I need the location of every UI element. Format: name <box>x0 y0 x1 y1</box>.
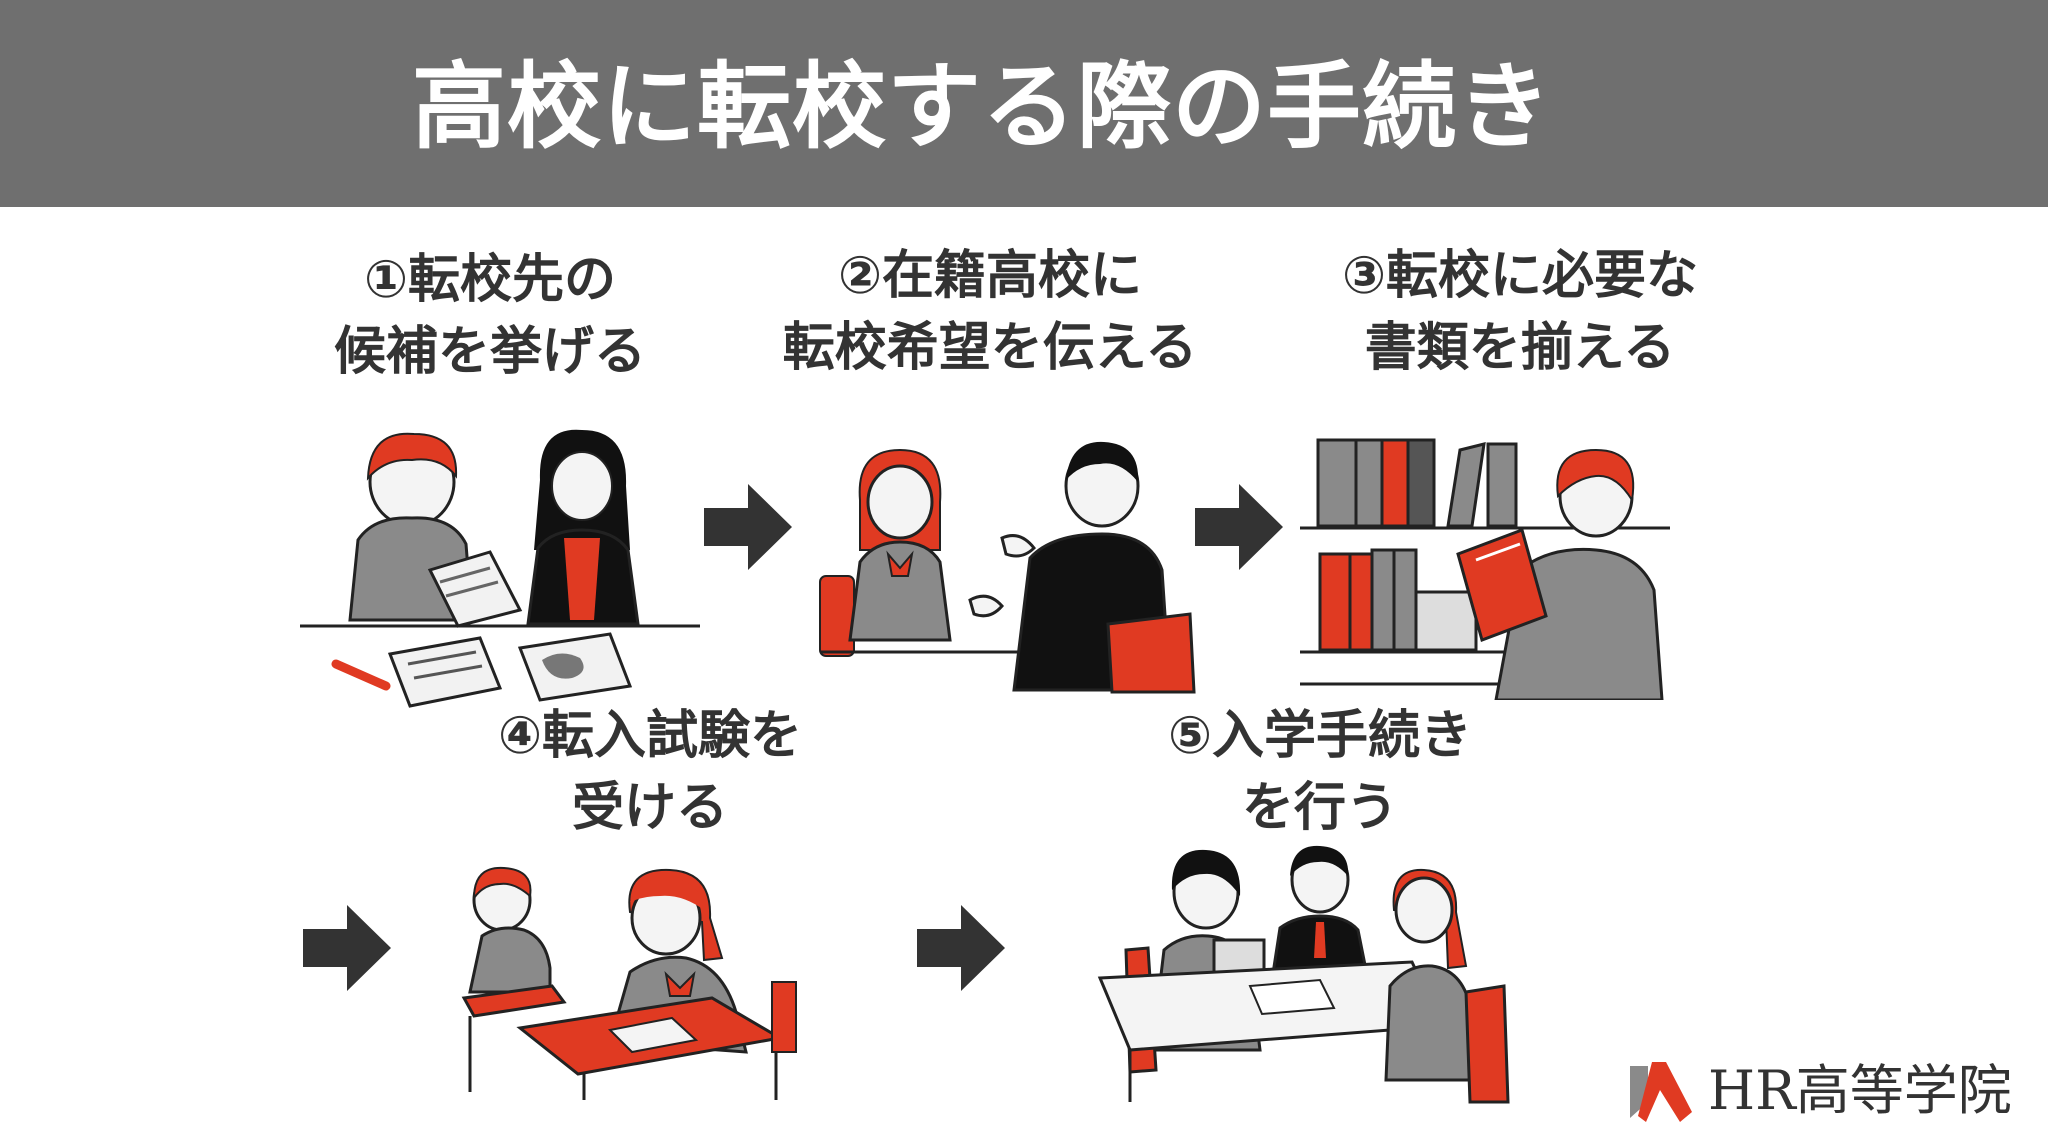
step-1-label-line2: 候補を挙げる <box>333 322 646 382</box>
step-3-label-line2: 書類を揃える <box>1364 318 1676 378</box>
page-title: 高校に転校する際の手続き <box>412 53 1553 162</box>
step-3-label: ③転校に必要な 書類を揃える <box>1300 240 1740 384</box>
step-1-label-line1: ①転校先の <box>363 250 617 310</box>
step-5-label-line2: を行う <box>1241 778 1398 838</box>
step-4-illustration <box>461 866 797 1100</box>
step-5-label: ⑤入学手続き を行う <box>1120 700 1520 844</box>
arrow-right-icon <box>704 484 792 570</box>
step-2-label-line2: 転校希望を伝える <box>782 318 1198 378</box>
step-2-label: ②在籍高校に 転校希望を伝える <box>760 240 1220 384</box>
step-4-label-line2: 受ける <box>571 778 728 838</box>
step-2-illustration <box>819 441 1196 694</box>
step-4-label-line1: ④転入試験を <box>497 706 803 766</box>
step-3-illustration <box>1300 438 1670 700</box>
step-1-illustration <box>300 429 700 708</box>
step-3-label-line1: ③転校に必要な <box>1341 246 1699 306</box>
step-4-label: ④転入試験を 受ける <box>450 700 850 844</box>
step-5-label-line1: ⑤入学手続き <box>1167 706 1473 766</box>
arrow-right-icon <box>303 905 391 991</box>
brand-logo: HR高等学院 <box>1628 1056 2028 1126</box>
brand-name: HR高等学院 <box>1708 1059 2012 1122</box>
step-5-illustration <box>1097 845 1510 1104</box>
arrow-right-icon <box>1195 484 1283 570</box>
title-banner: 高校に転校する際の手続き <box>0 0 2048 207</box>
step-2-label-line1: ②在籍高校に <box>837 246 1143 306</box>
brand-mark-icon <box>1630 1062 1692 1122</box>
arrow-right-icon <box>917 905 1005 991</box>
step-1-label: ①転校先の 候補を挙げる <box>300 244 680 388</box>
